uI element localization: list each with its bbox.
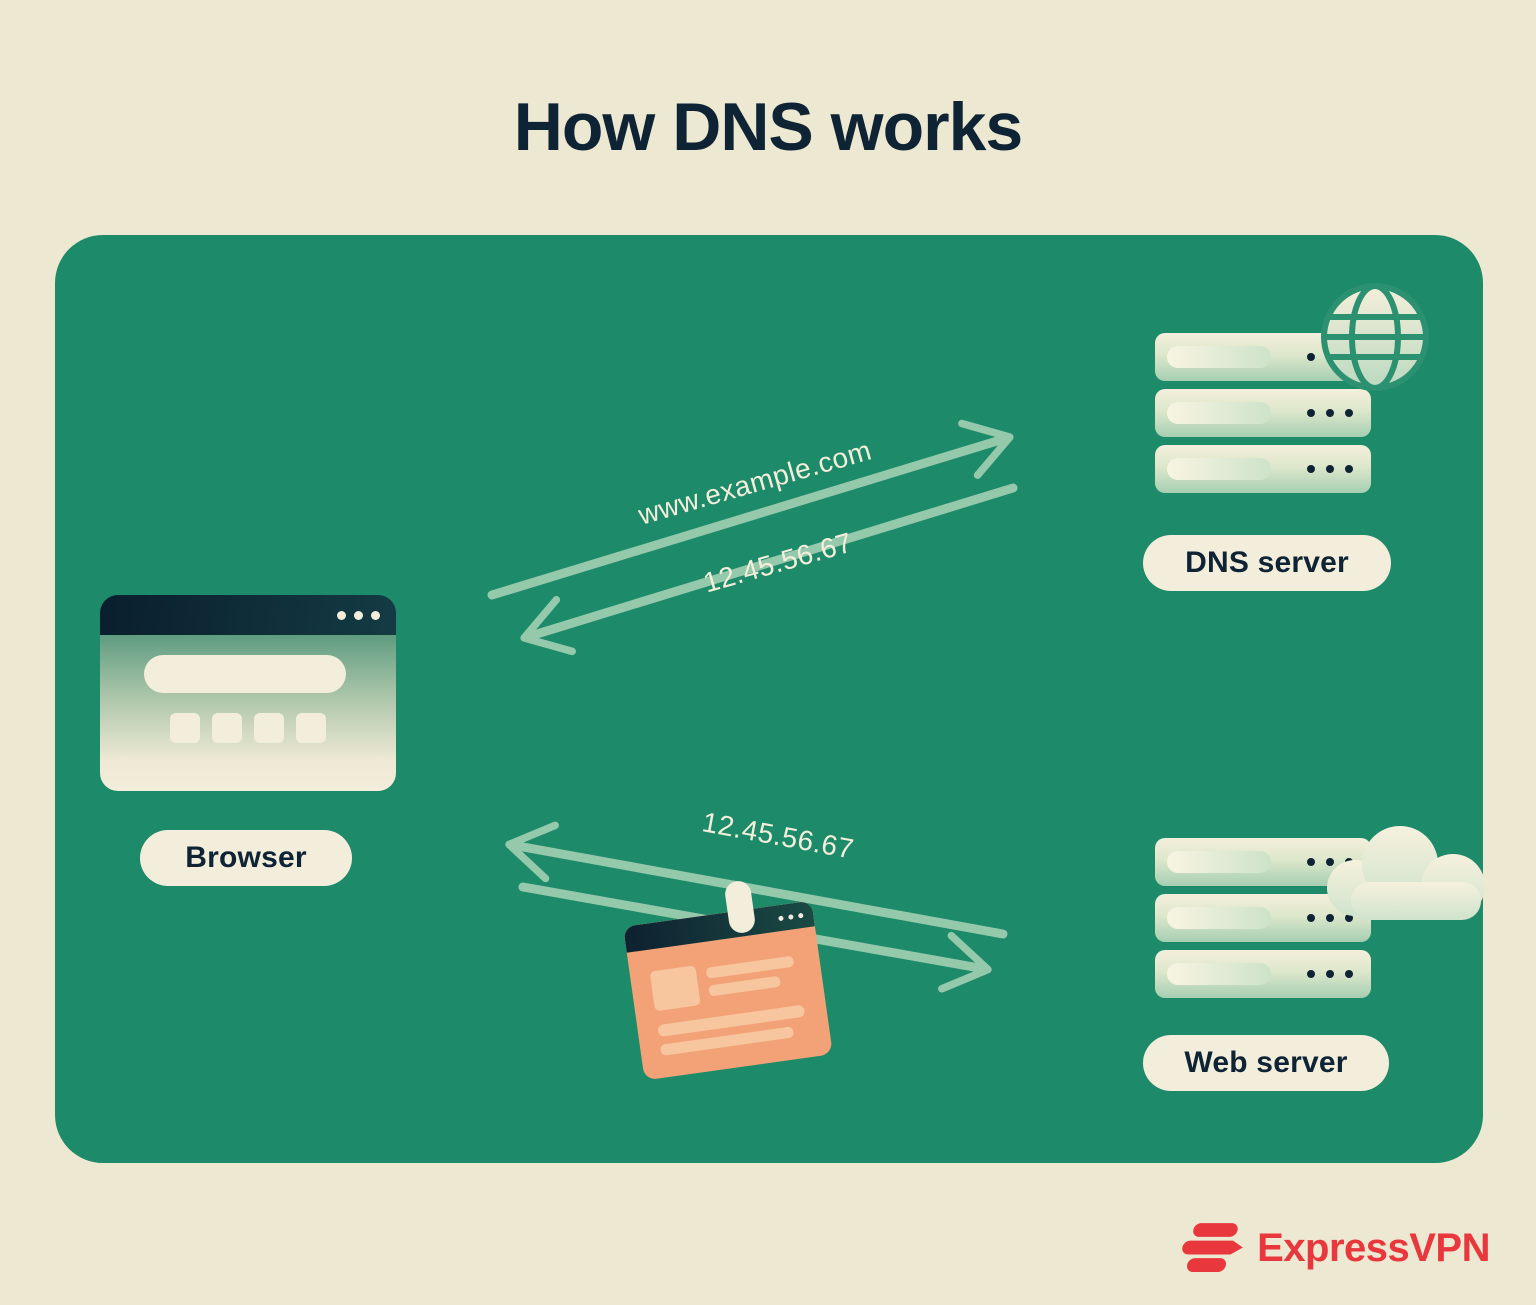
address-bar-icon <box>144 655 346 693</box>
web-server-label: Web server <box>1143 1035 1389 1091</box>
server-row <box>1155 838 1371 886</box>
server-drive-bar <box>1167 963 1271 985</box>
brand-lockup: ExpressVPN <box>1171 1219 1490 1277</box>
dns-response-ip-label: 12.45.56.67 <box>699 526 856 599</box>
server-led-dots-icon <box>1307 970 1353 978</box>
webpage-text-line <box>705 955 795 979</box>
server-drive-bar <box>1167 402 1271 424</box>
cloud-icon <box>1327 826 1485 920</box>
server-led-dots-icon <box>1307 409 1353 417</box>
web-server-icon <box>1155 826 1485 1006</box>
server-led-dots-icon <box>1307 465 1353 473</box>
server-drive-bar <box>1167 907 1271 929</box>
window-dots-icon <box>778 912 804 921</box>
diagram-panel: www.example.com 12.45.56.67 12.45.56.67 … <box>55 235 1485 1163</box>
window-dots-icon <box>337 610 380 620</box>
browser-window-icon <box>100 595 396 791</box>
webpage-icon <box>623 900 833 1081</box>
browser-tiles-icon <box>170 713 326 743</box>
webpage-titlebar <box>623 900 815 953</box>
server-drive-bar <box>1167 346 1271 368</box>
webpage-thumbnail-block <box>649 965 701 1012</box>
browser-label: Browser <box>140 830 352 886</box>
request-domain-label: www.example.com <box>634 434 875 531</box>
server-row <box>1155 445 1371 493</box>
expressvpn-logo-icon <box>1182 1223 1243 1272</box>
server-row <box>1155 950 1371 998</box>
globe-icon <box>1321 283 1429 391</box>
server-row <box>1155 389 1371 437</box>
page-title: How DNS works <box>513 89 1023 165</box>
webpage-text-line <box>708 975 781 997</box>
browser-body <box>100 635 396 791</box>
server-led-dots-icon <box>1307 914 1353 922</box>
dns-server-label: DNS server <box>1143 535 1391 591</box>
server-drive-bar <box>1167 458 1271 480</box>
brand-wordmark: ExpressVPN <box>1257 1225 1490 1270</box>
server-drive-bar <box>1167 851 1271 873</box>
dns-server-icon <box>1155 283 1429 501</box>
web-response-ip-label: 12.45.56.67 <box>699 806 857 865</box>
browser-titlebar <box>100 595 396 635</box>
